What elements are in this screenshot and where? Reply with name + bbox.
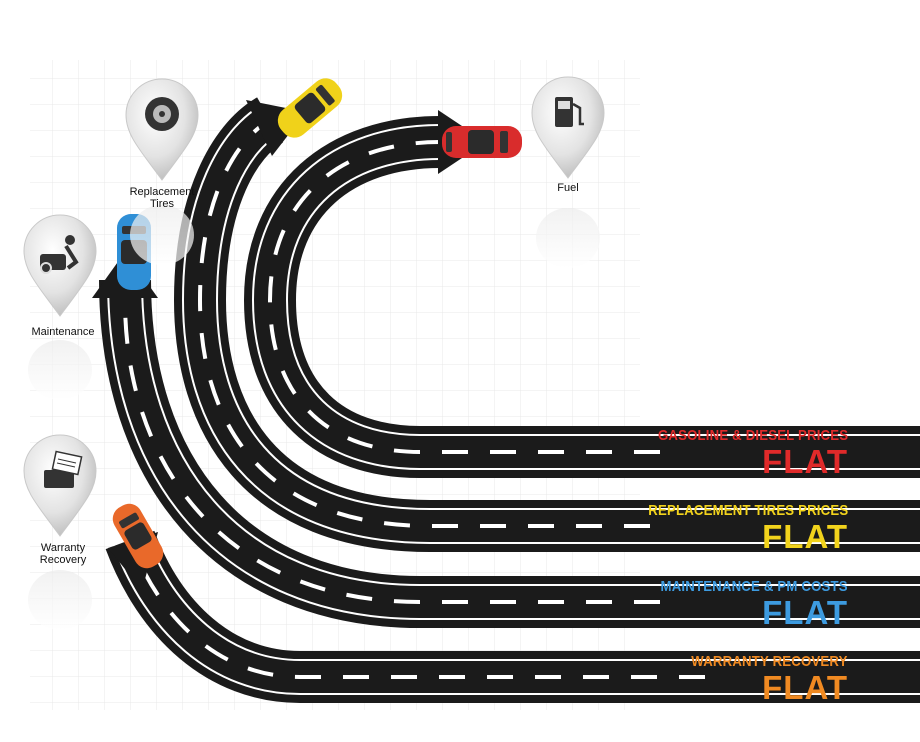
road-title: WARRANTY RECOVERY [691,653,848,670]
mechanic-icon [40,235,79,274]
road-label-warranty: WARRANTY RECOVERY FLAT [670,654,848,704]
road-gasoline [243,110,920,478]
pin-label-fuel: Fuel [538,182,598,194]
pin-label-line: Fuel [557,182,579,194]
road-title: REPLACEMENT TIRES PRICES [647,502,848,519]
road-status: FLAT [762,594,848,631]
pin-fuel [531,76,605,268]
pin-label-maintenance: Maintenance [18,326,108,338]
road-label-gasoline: GASOLINE & DIESEL PRICES FLAT [632,428,848,478]
road-title: MAINTENANCE & PM COSTS [660,578,848,595]
briefcase-documents-icon [44,450,83,488]
pin-maintenance [23,214,97,400]
road-label-maintenance: MAINTENANCE & PM COSTS FLAT [635,579,848,629]
pin-label-line: Tires [149,198,175,210]
car-orange [112,503,164,569]
road-title: GASOLINE & DIESEL PRICES [657,427,848,444]
road-warranty [105,530,920,703]
road-status: FLAT [762,669,848,706]
pin-label-line: Maintenance [31,326,95,338]
pin-label-line: Recovery [39,554,87,566]
pin-warranty-recovery [23,434,97,630]
pin-replacement-tires [125,78,199,265]
road-tires [173,97,920,552]
pin-label-replacement-tires: Replacement Tires [112,186,212,210]
road-label-tires: REPLACEMENT TIRES PRICES FLAT [621,503,848,553]
road-status: FLAT [762,518,848,555]
road-status: FLAT [762,443,848,480]
car-yellow [277,78,343,138]
fuel-pump-icon [555,97,584,127]
pin-label-line: Replacement [129,186,195,198]
car-red [442,126,522,158]
pin-label-warranty: Warranty Recovery [18,542,108,566]
pin-label-line: Warranty [40,542,86,554]
